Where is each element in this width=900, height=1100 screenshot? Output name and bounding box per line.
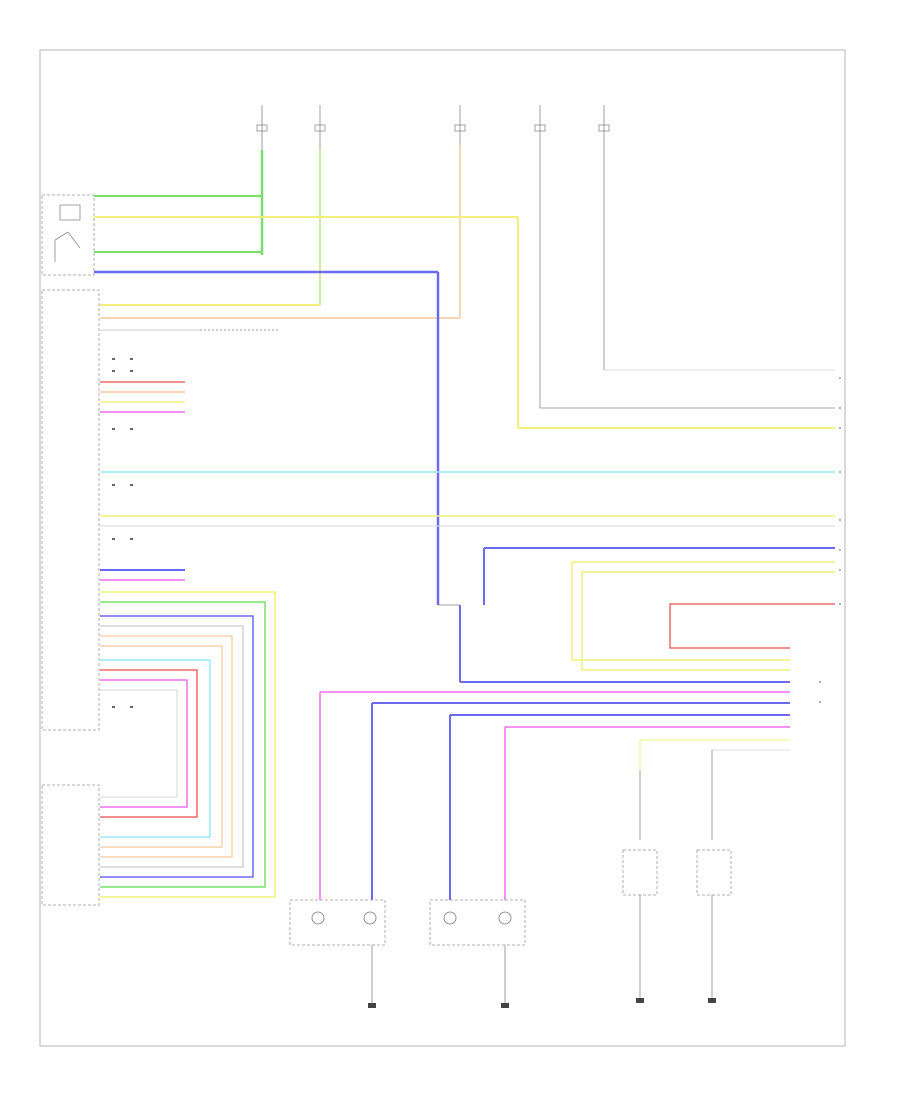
bcm-wires [100,329,835,581]
lamp-drops [319,692,713,900]
body-control-module [41,289,100,731]
fuse-feed-5 [603,105,835,371]
door-mirror-turn-lamps [622,849,732,1000]
fuse-symbols [256,124,610,132]
fuse-feed-2 [100,105,321,306]
bcm-pin-markers [112,358,133,708]
left-front-turn-lamp [289,899,386,1005]
fuse-feed-4 [539,105,835,409]
bcm-to-meter-bundle [100,591,276,898]
right-side-wires [320,561,835,751]
fuse-feed-3 [100,105,461,319]
diagram-frame [39,49,846,1047]
combination-meter [41,784,100,906]
right-front-turn-lamp [429,899,526,1005]
ground-symbols [368,998,716,1008]
junction-middle [438,547,835,683]
hazard-switch [41,194,95,276]
right-edge-connectors [819,377,841,703]
